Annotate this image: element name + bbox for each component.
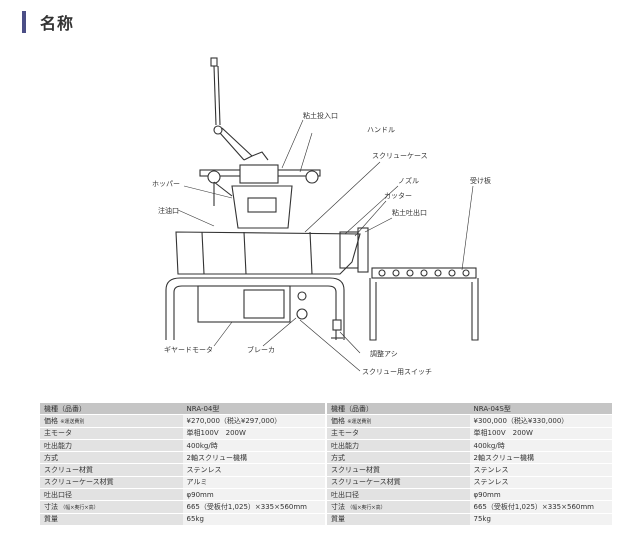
receiver-plate — [369, 267, 479, 341]
label-screw-switch: スクリュー用スイッチ — [362, 368, 432, 376]
spec-row-case-material: スクリューケース材質 ステンレス — [327, 476, 612, 490]
spec-row-outlet-diameter: 吐出口径 φ90mm — [327, 488, 612, 502]
spec-row-weight: 質量 75kg — [327, 513, 612, 526]
lever-rod — [210, 57, 269, 161]
label-gear-motor: ギヤードモータ — [164, 345, 213, 354]
spec-row-method: 方式 2軸スクリュー機構 — [40, 451, 325, 465]
spec-key: スクリュー材質 — [44, 466, 93, 475]
spec-value: 400kg/時 — [182, 439, 325, 453]
gear-motor-body — [197, 285, 308, 323]
label-adjust-foot: 調整アシ — [370, 349, 398, 358]
label-receiver: 受け板 — [470, 176, 491, 185]
label-oil-port: 注油口 — [158, 206, 179, 215]
spec-table-nra-04s: 機種（品番） NRA-04S型 価格 ※運送費別 ¥300,000（税込¥330… — [327, 403, 612, 526]
header-accent-bar — [22, 11, 26, 33]
spec-key: 吐出口径 — [331, 490, 359, 499]
spec-row-dimensions: 寸法 （幅×奥行×高） 665（受板付1,025）×335×560mm — [327, 500, 612, 514]
spec-row-case-material: スクリューケース材質 アルミ — [40, 476, 325, 490]
spec-value: φ90mm — [469, 488, 612, 502]
spec-row-capacity: 吐出能力 400kg/時 — [327, 439, 612, 453]
spec-value: ¥300,000（税込¥330,000） — [469, 414, 612, 428]
spec-table-nra-04: 機種（品番） NRA-04型 価格 ※運送費別 ¥270,000（税込¥297,… — [40, 403, 325, 526]
label-clay-inlet: 粘土投入口 — [303, 111, 338, 120]
handle-bar — [199, 164, 321, 184]
label-screw-case: スクリューケース — [372, 152, 428, 160]
spec-key: 方式 — [44, 453, 58, 462]
label-breaker: ブレーカ — [247, 345, 275, 354]
spec-value: ¥270,000（税込¥297,000） — [182, 414, 325, 428]
spec-key: スクリュー材質 — [331, 466, 380, 475]
spec-value: φ90mm — [182, 488, 325, 502]
spec-value: アルミ — [182, 476, 325, 490]
spec-key: 吐出能力 — [331, 441, 359, 450]
section-header: 名称 — [22, 10, 74, 34]
label-cutter: カッター — [384, 191, 412, 200]
spec-key: スクリューケース材質 — [331, 478, 401, 487]
spec-key: 寸法 — [331, 503, 345, 512]
spec-value: 単相100V 200W — [182, 427, 325, 440]
spec-key-note: ※運送費別 — [347, 418, 372, 425]
spec-row-outlet-diameter: 吐出口径 φ90mm — [40, 488, 325, 502]
spec-value: 665（受板付1,025）×335×560mm — [182, 500, 325, 514]
spec-key-note: ※運送費別 — [60, 418, 85, 425]
label-handle: ハンドル — [367, 126, 395, 134]
label-nozzle: ノズル — [398, 176, 419, 185]
spec-row-screw-material: スクリュー材質 ステンレス — [327, 463, 612, 477]
spec-key: 方式 — [331, 453, 345, 462]
spec-header-row: 機種（品番） NRA-04S型 — [327, 403, 612, 416]
spec-header-model: NRA-04S型 — [469, 403, 612, 416]
spec-key: 価格 — [44, 416, 58, 425]
leader-lines — [177, 119, 474, 372]
spec-row-screw-material: スクリュー材質 ステンレス — [40, 463, 325, 477]
spec-key: スクリューケース材質 — [44, 478, 114, 487]
spec-row-price: 価格 ※運送費別 ¥300,000（税込¥330,000） — [327, 414, 612, 428]
label-hopper: ホッパー — [152, 180, 180, 188]
spec-key: 吐出能力 — [44, 441, 72, 450]
spec-row-price: 価格 ※運送費別 ¥270,000（税込¥297,000） — [40, 414, 325, 428]
spec-value: 400kg/時 — [469, 439, 612, 453]
spec-key: 質量 — [44, 515, 58, 524]
spec-value: 75kg — [469, 513, 612, 526]
spec-row-dimensions: 寸法 （幅×奥行×高） 665（受板付1,025）×335×560mm — [40, 500, 325, 514]
spec-key: 主モータ — [44, 429, 72, 438]
adjust-foot — [331, 319, 343, 339]
spec-key: 価格 — [331, 416, 345, 425]
spec-value: 65kg — [182, 513, 325, 526]
section-title: 名称 — [40, 14, 75, 33]
spec-row-motor: 主モータ 単相100V 200W — [40, 427, 325, 440]
spec-value: 2軸スクリュー機構 — [182, 451, 325, 465]
spec-key: 主モータ — [331, 429, 359, 438]
spec-key: 質量 — [331, 515, 345, 524]
hopper — [213, 181, 293, 229]
machine-illustration: 粘土投入口 ハンドル スクリューケース ホッパー ノズル カッター 受け板 注油… — [152, 57, 491, 376]
spec-key: 吐出口径 — [44, 490, 72, 499]
spec-header-model: NRA-04型 — [182, 403, 325, 416]
spec-value: 665（受板付1,025）×335×560mm — [469, 500, 612, 514]
spec-key-note: （幅×奥行×高） — [60, 505, 99, 512]
spec-key: 寸法 — [44, 503, 58, 512]
spec-value: 2軸スクリュー機構 — [469, 451, 612, 465]
spec-value: ステンレス — [469, 476, 612, 490]
spec-row-weight: 質量 65kg — [40, 513, 325, 526]
screw-case — [175, 227, 369, 275]
spec-row-motor: 主モータ 単相100V 200W — [327, 427, 612, 440]
spec-value: 単相100V 200W — [469, 427, 612, 440]
spec-value: ステンレス — [469, 463, 612, 477]
machine-diagram: 粘土投入口 ハンドル スクリューケース ホッパー ノズル カッター 受け板 注油… — [0, 40, 640, 390]
spec-header-key: 機種（品番） — [40, 403, 183, 416]
spec-key-note: （幅×奥行×高） — [347, 505, 386, 512]
label-clay-outlet: 粘土吐出口 — [392, 208, 427, 217]
spec-header-row: 機種（品番） NRA-04型 — [40, 403, 325, 416]
spec-row-capacity: 吐出能力 400kg/時 — [40, 439, 325, 453]
spec-value: ステンレス — [182, 463, 325, 477]
spec-header-key: 機種（品番） — [327, 403, 470, 416]
spec-row-method: 方式 2軸スクリュー機構 — [327, 451, 612, 465]
